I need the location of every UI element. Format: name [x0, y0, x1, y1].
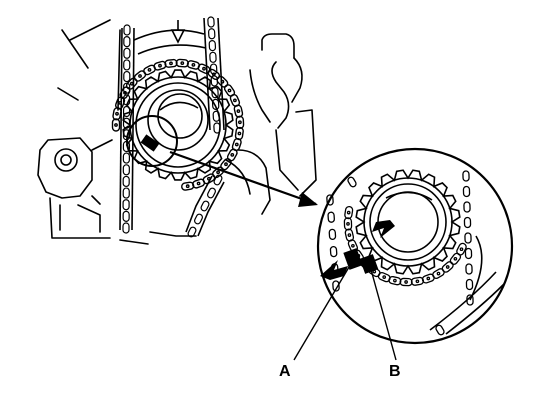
arrow-to-mark-b: [372, 220, 395, 238]
timing-mark-pointer: [170, 20, 186, 44]
callout-arrow: [169, 150, 318, 207]
sprocket-chain-wrap: [111, 58, 245, 191]
callout-label-a: A: [279, 363, 291, 380]
arrow-to-link-a: [320, 260, 348, 280]
main-timing-chain: [119, 17, 225, 237]
camshaft-sprocket: [122, 69, 234, 181]
colored-link-b: [359, 254, 379, 274]
engine-block-outline: [37, 19, 317, 245]
callout-label-b: B: [389, 363, 401, 380]
magnify-source-circle: [126, 115, 178, 167]
detail-view: [316, 147, 514, 345]
label-leader-lines: [293, 261, 397, 361]
colored-link-a: [343, 248, 363, 270]
colored-chain-link: [140, 134, 160, 152]
